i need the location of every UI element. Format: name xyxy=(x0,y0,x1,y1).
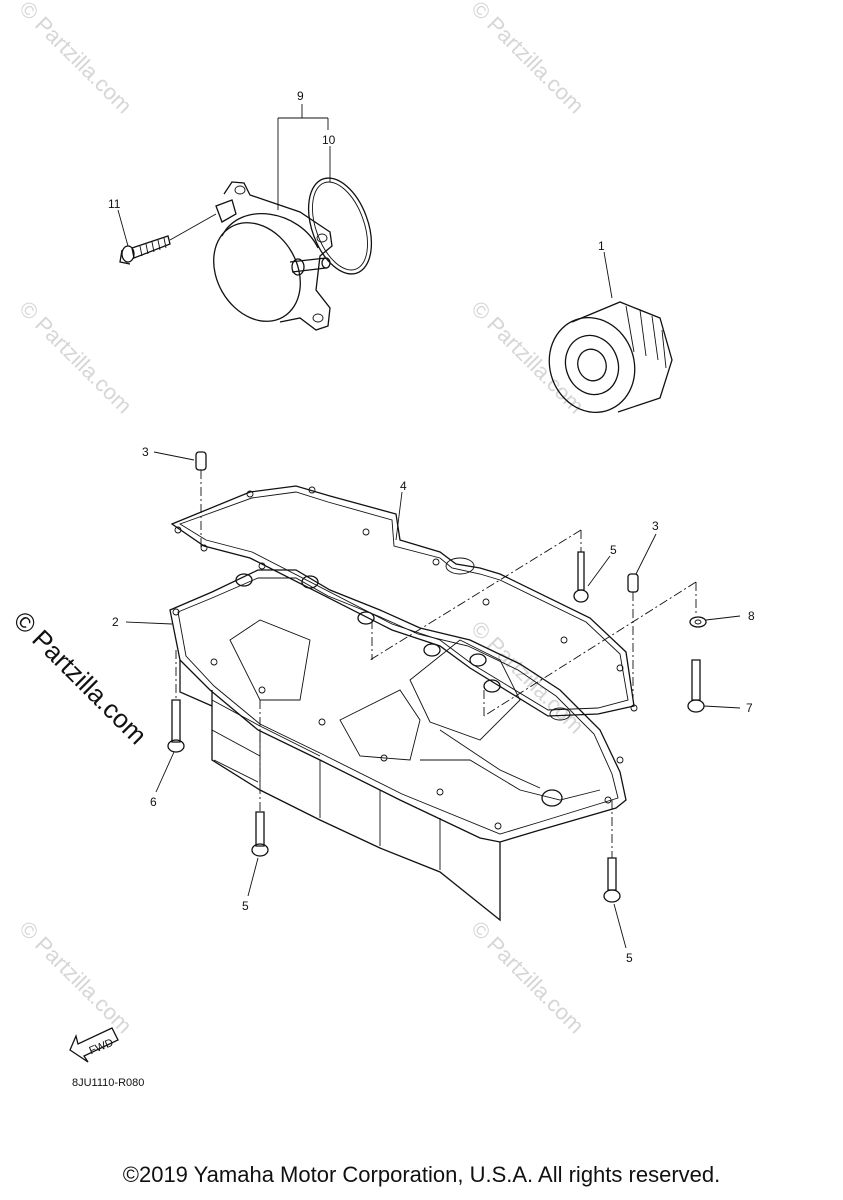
callout-9: 9 xyxy=(297,89,304,103)
callout-11: 11 xyxy=(108,197,121,211)
callout-10: 10 xyxy=(322,133,336,147)
callout-7: 7 xyxy=(746,701,753,715)
dowel-pin xyxy=(195,451,639,593)
callout-6: 6 xyxy=(150,795,157,809)
diagram-code: 8JU1110-R080 xyxy=(72,1077,144,1089)
callout-5: 5 xyxy=(242,899,249,913)
watermark: © Partzilla.com xyxy=(14,0,137,118)
callout-labels: 1 2 3 3 4 5 5 5 6 7 8 9 10 11 xyxy=(108,89,755,965)
fwd-arrow-icon: FWD xyxy=(69,1027,119,1063)
watermark: © Partzilla.com xyxy=(14,296,137,419)
fwd-label: FWD xyxy=(87,1037,115,1058)
oil-pan xyxy=(169,569,627,922)
callout-8: 8 xyxy=(748,609,755,623)
pan-bolt xyxy=(573,551,589,603)
watermark: © Partzilla.com xyxy=(466,0,589,118)
oil-pan-gasket xyxy=(170,485,638,721)
watermark: © Partzilla.com xyxy=(466,916,589,1039)
copyright-notice: ©2019 Yamaha Motor Corporation, U.S.A. A… xyxy=(122,1162,721,1187)
oil-cooler xyxy=(213,181,333,331)
watermark: © Partzilla.com xyxy=(14,916,137,1039)
callout-2: 2 xyxy=(112,615,119,629)
callout-3: 3 xyxy=(142,445,149,459)
alignment-lines xyxy=(175,470,697,858)
callout-4: 4 xyxy=(400,479,407,493)
callout-1: 1 xyxy=(598,239,605,253)
watermark-layer: © Partzilla.com © Partzilla.com © Partzi… xyxy=(14,0,589,1038)
pan-bolt xyxy=(603,857,621,903)
o-ring xyxy=(307,177,373,275)
callout-5: 5 xyxy=(626,951,633,965)
callout-3: 3 xyxy=(652,519,659,533)
bolt-leader xyxy=(169,213,217,241)
leader-lines xyxy=(117,104,741,949)
cooler-bolt xyxy=(119,213,217,265)
oil-filter xyxy=(548,301,673,413)
drain-bolt xyxy=(687,659,705,713)
callout-5: 5 xyxy=(610,543,617,557)
side-watermark: © Partzilla.com xyxy=(8,605,153,750)
watermark: © Partzilla.com xyxy=(466,296,589,419)
pan-bolt-long xyxy=(167,699,185,753)
pan-bolt xyxy=(251,811,269,857)
gasket-washer xyxy=(689,616,707,628)
